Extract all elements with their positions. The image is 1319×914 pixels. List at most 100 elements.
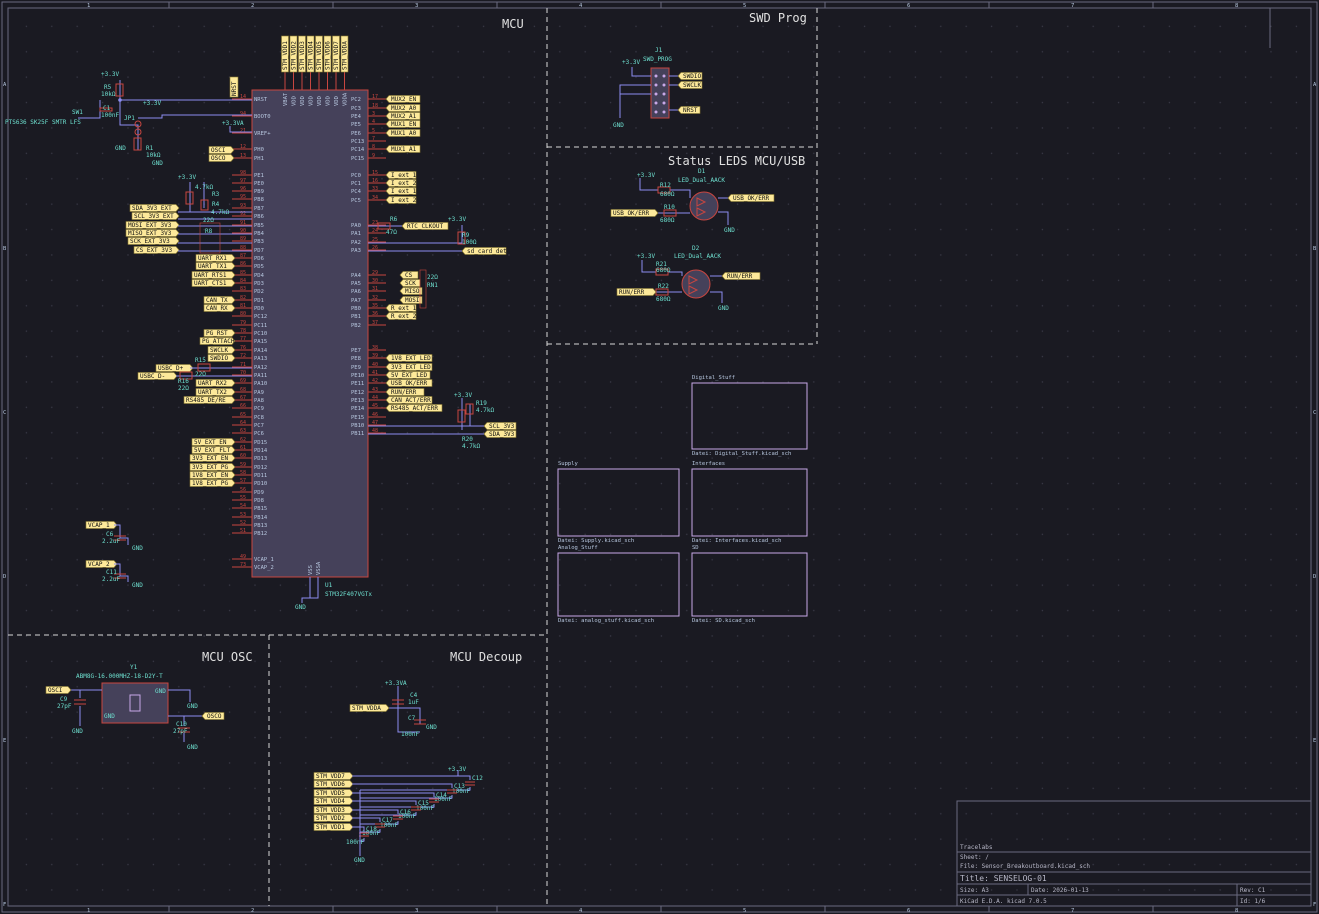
label-usbc-d--19[interactable]: USBC_D+ [155, 364, 194, 373]
led-label-usb-out[interactable]: USB_OK/ERR [727, 194, 775, 203]
label-i-ext-1-r6[interactable]: I_ext_1 [385, 171, 417, 180]
label-nrst-top[interactable]: NRST [229, 76, 239, 98]
label-usbc-d--20[interactable]: USBC_D- [137, 372, 178, 381]
label-vcap-2-31[interactable]: VCAP_2 [85, 560, 118, 569]
crystal-y1[interactable] [68, 682, 202, 742]
top-label-stm_vdd3[interactable]: STM_VDD3 [298, 35, 307, 73]
top-label-stm_vdd5[interactable]: STM_VDD5 [315, 35, 324, 73]
label-mosi-ext-3v3-5[interactable]: MOSI_EXT_3V3 [125, 221, 180, 230]
label-nrst-top-text: NRST [231, 81, 238, 96]
r15-value: 22Ω [195, 371, 206, 378]
label-1v8-ext-pg-29[interactable]: 1V8_EXT_PG [189, 479, 236, 488]
led-label-run-out[interactable]: RUN/ERR [721, 272, 761, 281]
label-uart-tx2-22[interactable]: UART_TX2 [195, 388, 236, 397]
label-uart-cts1-12[interactable]: UART_CTS1 [191, 279, 236, 288]
top-label-stm_vdda[interactable]: STM_VDDA [340, 35, 349, 73]
label-miso-ext-3v3-6[interactable]: MISO_EXT_3V3 [125, 229, 180, 238]
label-sda-3v3-ext-3[interactable]: SDA_3V3_EXT [129, 204, 180, 213]
label-r-ext-2-r17[interactable]: R_ext_2 [385, 312, 417, 321]
label-osco-2[interactable]: OSCO [208, 154, 235, 163]
label-sd-card-det-r11[interactable]: sd_card_det [461, 247, 507, 256]
osc-label-osco[interactable]: OSCO [201, 712, 225, 721]
swd-label-nrst[interactable]: NRST [677, 106, 701, 115]
decoup-label-stm_vdd4[interactable]: STM_VDD4 [313, 797, 354, 806]
label-miso-r14[interactable]: MISO [399, 287, 423, 296]
mcu-symbol[interactable]: U1 STM32F407VGTx [251, 89, 372, 598]
decoup-label-stm_vdd2[interactable]: STM_VDD2 [313, 814, 354, 823]
led-label-usb-in-text: USB_OK/ERR [613, 210, 650, 217]
top-label-stm_vdd6[interactable]: STM_VDD6 [323, 35, 332, 73]
label-can-rx-14[interactable]: CAN_RX [203, 304, 236, 313]
led-d2[interactable] [641, 260, 723, 303]
decoup-label-stm_vdd5[interactable]: STM_VDD5 [313, 789, 354, 798]
label-swclk-17[interactable]: SWCLK [207, 346, 236, 355]
label-mux1-a1-r5[interactable]: MUX1_A1 [385, 145, 421, 154]
label-1v8-ext-en-28[interactable]: 1V8_EXT_EN [189, 471, 236, 480]
label-run-err-r22[interactable]: RUN/ERR [385, 388, 425, 397]
label-5v-ext-led-r20[interactable]: 5V_EXT_LED [385, 371, 431, 380]
top-label-stm_vdd2[interactable]: STM_VDD2 [289, 35, 298, 73]
decoup-label-stm_vdd6[interactable]: STM_VDD6 [313, 780, 354, 789]
mcu-pin-pe12-r28: PE12 [351, 390, 364, 396]
led-d1[interactable] [639, 178, 729, 225]
decoup-label-stm_vdd3[interactable]: STM_VDD3 [313, 806, 354, 815]
swd-connector[interactable] [619, 67, 678, 119]
label-i-ext-1-r8[interactable]: I_ext_1 [385, 187, 417, 196]
label-r-ext-1-r16[interactable]: R_ext_1 [385, 304, 417, 313]
label-sck-ext-3v3-7[interactable]: SCK_EXT_3V3 [127, 237, 180, 246]
label-mux2-a0-r1[interactable]: MUX2_A0 [385, 104, 421, 113]
decoup-label-stm_vdd1[interactable]: STM_VDD1 [313, 823, 354, 832]
label-mux2-a1-r2[interactable]: MUX2_A1 [385, 112, 421, 121]
top-label-stm_vdd7[interactable]: STM_VDD7 [332, 35, 341, 73]
label-rtc-clkout-r10[interactable]: RTC_CLKOUT [401, 222, 449, 231]
label-rs485-de-re-23[interactable]: RS485_DE/RE [183, 396, 236, 405]
label-rs485-act-err-r24[interactable]: RS485_ACT/ERR [385, 404, 443, 413]
top-label-stm_vdd4[interactable]: STM_VDD4 [306, 35, 315, 73]
border-col-bottom-5: 5 [743, 908, 746, 914]
label-sda-3v3-r26[interactable]: SDA_3V3 [483, 430, 517, 439]
label-cs-r12[interactable]: CS [399, 271, 419, 280]
label-usb-ok-err-r21[interactable]: USB_OK/ERR [385, 379, 433, 388]
top-label-stm_vdd1[interactable]: STM_VDD1 [281, 35, 290, 73]
label-mux1-en-r3[interactable]: MUX1_EN [385, 120, 421, 129]
label-pg-attach-16[interactable]: PG_ATTACH [199, 337, 236, 346]
label-scl-3v3-r25[interactable]: SCL_3V3 [483, 422, 517, 431]
label-i-ext-2-r9[interactable]: I_ext_2 [385, 196, 417, 205]
label-osci-1[interactable]: OSCI [208, 146, 235, 155]
label-3v3-ext-pg-27[interactable]: 3V3_EXT_PG [189, 463, 236, 472]
label-mux2-en-r0[interactable]: MUX2_EN [385, 95, 421, 104]
label-uart-rx1-9[interactable]: UART_RX1 [195, 254, 236, 263]
decoup-label-vdda[interactable]: STM_VDDA [349, 704, 390, 713]
led-label-run-in[interactable]: RUN/ERR [616, 288, 657, 297]
label-mosi-r15[interactable]: MOSI [399, 296, 423, 305]
label-mux1-a0-r4[interactable]: MUX1_A0 [385, 129, 421, 138]
label-5v-ext-en-24[interactable]: 5V_EXT_EN [191, 438, 236, 447]
label-3v3-ext-en-26[interactable]: 3V3_EXT_EN [189, 454, 236, 463]
label-vcap-1-30[interactable]: VCAP_1 [85, 521, 118, 530]
label-scl-3v3-ext-4[interactable]: SCL_3V3_EXT [131, 212, 180, 221]
label-sck-r13[interactable]: SCK [399, 279, 421, 288]
label-3v3-ext-led-r19[interactable]: 3V3_EXT_LED [385, 363, 433, 372]
label-i-ext-2-r7[interactable]: I_ext_2 [385, 179, 417, 188]
label-swdio-18[interactable]: SWDIO [207, 354, 236, 363]
label-1v8-ext-led-r18[interactable]: 1V8_EXT_LED [385, 354, 433, 363]
decoup-label-stm_vdd7[interactable]: STM_VDD7 [313, 772, 354, 781]
gnd-y1-left: GND [104, 713, 115, 720]
led-label-usb-in[interactable]: USB_OK/ERR [610, 209, 659, 218]
swd-label-swclk[interactable]: SWCLK [677, 81, 703, 90]
label-5v-ext-flt-25[interactable]: 5V_EXT_FLT [191, 446, 236, 455]
swd-label-swdio[interactable]: SWDIO [677, 72, 703, 81]
osc-label-osci[interactable]: OSCI [45, 686, 72, 695]
label-can-tx-13[interactable]: CAN_TX [203, 296, 236, 305]
label-uart-rx2-21[interactable]: UART_RX2 [195, 379, 236, 388]
label-uart-rts1-11[interactable]: UART_RTS1 [191, 271, 236, 280]
label-pg-rst-15[interactable]: PG_RST [203, 329, 236, 338]
label-can-act-err-r23[interactable]: CAN_ACT/ERR [385, 396, 433, 405]
label-uart-tx1-10[interactable]: UART_TX1 [195, 262, 236, 271]
label-cs-ext-3v3-8[interactable]: CS_EXT_3V3 [133, 246, 180, 255]
